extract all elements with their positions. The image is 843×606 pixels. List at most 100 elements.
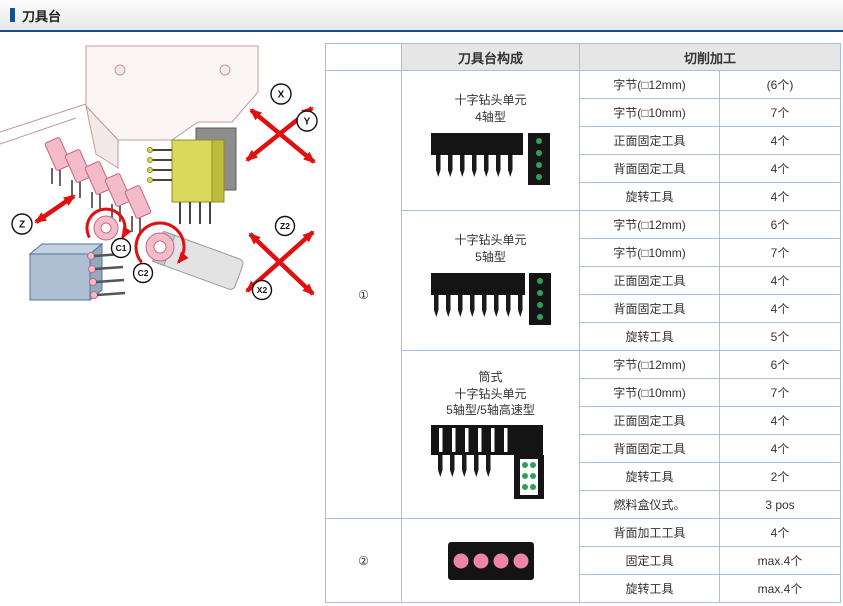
spec-value: (6个) [719,70,841,99]
spec-label: 字节(□12mm) [579,350,720,379]
spec-value: 3 pos [719,490,841,519]
spec-label: 字节(□10mm) [579,378,720,407]
spec-label: 字节(□12mm) [579,210,720,239]
machine-diagram-svg: X Y Z C1 C2 Z2 [0,45,318,302]
spec-label: 正面固定工具 [579,266,720,295]
axis-label-x2: X2 [251,279,273,301]
c1-rotation-arrow [85,207,132,240]
header-blank-cell [325,43,402,71]
axis-label-z-text: Z [19,220,25,231]
spec-label: 旋转工具 [579,462,720,491]
spec-value: 6个 [719,350,841,379]
unit-image-drill-unit-sleeve [406,424,575,500]
back-tool-post [28,242,126,302]
spec-label: 背面固定工具 [579,154,720,183]
spec-label: 背面固定工具 [579,294,720,323]
axis-label-y-text: Y [304,117,311,128]
axis-label-z: Z [11,213,33,235]
spec-label: 旋转工具 [579,182,720,211]
spec-value: 4个 [719,154,841,183]
spec-row: 字节(□10mm)7个 [326,98,841,127]
spec-value: 7个 [719,98,841,127]
spec-label: 正面固定工具 [579,406,720,435]
axis-arrows [34,106,316,296]
axis-label-x2-text: X2 [257,285,268,295]
spec-value: 4个 [719,182,841,211]
spec-value: 7个 [719,238,841,267]
spec-value: 4个 [719,126,841,155]
spec-value: 4个 [719,518,841,547]
unit-image-drill-unit-4axis [406,131,575,189]
spec-value: max.4个 [719,574,841,603]
machine-body [0,45,259,169]
spec-row: 字节(□10mm)7个 [326,378,841,407]
spec-row: 字节(□10mm)7个 [326,238,841,267]
header-composition: 刀具台构成 [401,43,580,71]
unit-image-drill-unit-5axis [406,271,575,329]
spec-label: 燃料盒仪式。 [579,490,720,519]
c1-spindle [93,215,119,241]
page-header-bar: 刀具台 [0,0,843,32]
z-axis-arrow [34,194,76,224]
cross-drill-unit [147,139,225,224]
y-axis-arrow [249,108,316,164]
spec-value: 6个 [719,210,841,239]
machine-diagram: X Y Z C1 C2 Z2 [0,42,325,347]
axis-label-x: X [270,83,292,105]
axis-label-z2-text: Z2 [280,221,290,231]
spec-value: 2个 [719,462,841,491]
spec-label: 背面固定工具 [579,434,720,463]
spec-label: 固定工具 [579,546,720,575]
table-header-row: 刀具台构成 切削加工 [325,43,841,71]
axis-label-c2-text: C2 [138,268,149,278]
title-accent-icon [10,8,15,22]
spec-label: 字节(□12mm) [579,70,720,99]
spec-value: 7个 [719,378,841,407]
spec-value: 4个 [719,434,841,463]
c2-rotation-arrow [134,221,189,264]
spec-value: max.4个 [719,546,841,575]
page-title: 刀具台 [22,8,62,24]
spec-label: 旋转工具 [579,574,720,603]
sub-spindle [145,230,244,290]
spec-label: 背面加工工具 [579,518,720,547]
group-number: ① [325,70,402,519]
axis-label-x-text: X [278,90,285,101]
spec-value: 5个 [719,322,841,351]
gang-tool-spindles [44,137,152,234]
spec-value: 4个 [719,266,841,295]
unit-image-back-tool-unit [406,541,575,581]
content-area: X Y Z C1 C2 Z2 [0,32,843,604]
spec-value: 4个 [719,406,841,435]
x2-axis-arrow [248,232,315,296]
axis-label-c1: C1 [110,237,132,259]
spec-label: 字节(□10mm) [579,98,720,127]
axis-label-z2: Z2 [274,215,296,237]
spec-label: 正面固定工具 [579,126,720,155]
group-number: ② [325,518,402,603]
axis-label-c1-text: C1 [116,243,127,253]
spec-label: 旋转工具 [579,322,720,351]
